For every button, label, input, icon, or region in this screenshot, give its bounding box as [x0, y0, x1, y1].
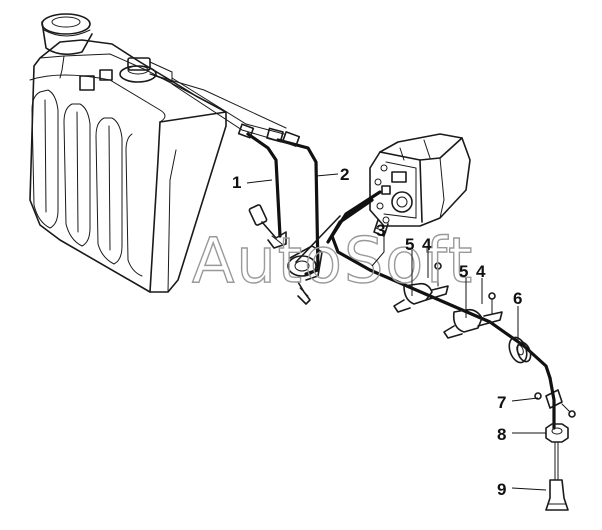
callout-2: 2	[340, 165, 349, 184]
fuel-hose-main	[326, 190, 552, 380]
fuel-tank	[29, 13, 227, 293]
fuel-pump	[287, 215, 341, 305]
callout-6: 6	[513, 289, 522, 308]
callout-3: 3	[376, 221, 385, 240]
heater-unit	[369, 133, 471, 237]
fuel-sender-icon	[79, 57, 173, 91]
callout-labels: 1 2 3 4 5 4 5 6 7 8 9	[232, 165, 522, 499]
callout-1: 1	[232, 173, 241, 192]
grommet	[508, 336, 532, 364]
watermark-text: AutoSoft	[192, 224, 474, 297]
leader-lines	[246, 173, 547, 491]
callout-5-lower: 5	[459, 262, 468, 281]
filler-cap-icon	[41, 13, 93, 56]
callout-9: 9	[497, 480, 506, 499]
fuel-fitting-left	[248, 204, 287, 249]
pipe-clip	[534, 376, 576, 430]
exhaust-tip	[545, 441, 569, 511]
hex-nut	[545, 423, 569, 443]
hose-clamp-a	[393, 262, 449, 313]
hose-clamp-b	[443, 292, 503, 339]
callout-7: 7	[497, 393, 506, 412]
callout-8: 8	[497, 425, 506, 444]
callout-5-upper: 5	[405, 235, 414, 254]
callout-4-upper: 4	[422, 235, 432, 254]
callout-4-lower: 4	[476, 262, 486, 281]
